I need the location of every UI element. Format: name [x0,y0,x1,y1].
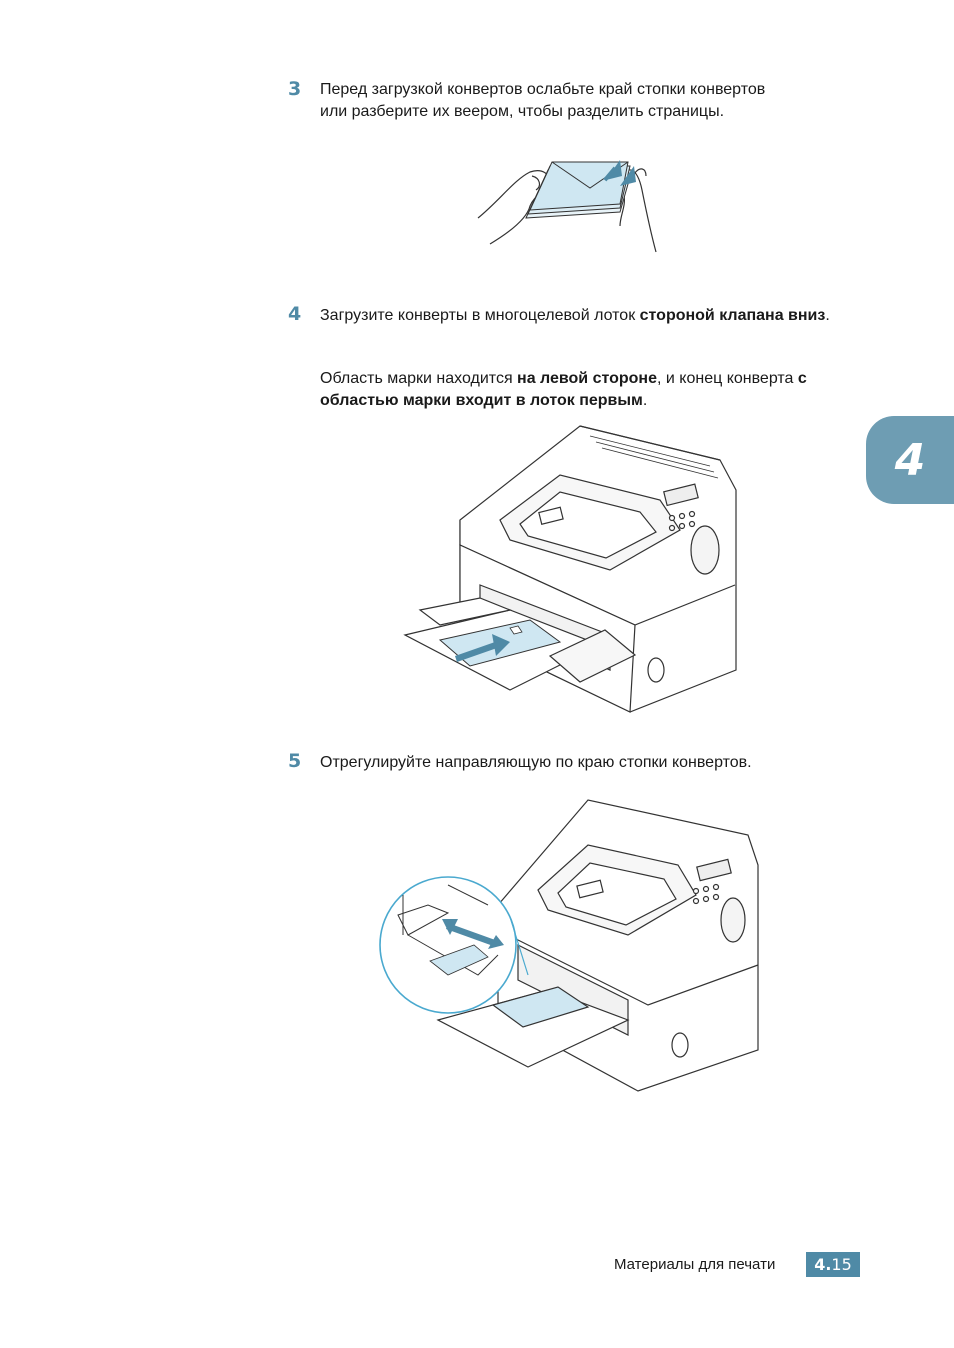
page-number-badge: 4.15 [806,1252,860,1277]
step-4-p1-end: . [825,307,830,324]
printer-guide-adjust-illustration [379,799,759,1092]
step-3-text: Перед загрузкой конвертов ослабьте край … [320,79,865,123]
footer-section-title: Материалы для печати [614,1256,776,1273]
chapter-tab: 4 [866,416,954,504]
step-4-p1-bold: стороной клапана вниз [639,307,826,324]
step-5-text: Отрегулируйте направляющую по краю стопк… [320,754,752,771]
step-3-line-2: или разберите их веером, чтобы разделить… [320,103,725,120]
page-chapter: 4. [814,1255,832,1274]
step-4-paragraph-1: Загрузите конверты в многоцелевой лоток … [320,305,865,327]
step-4-p2-bold-a: на левой стороне [517,370,657,387]
fan-envelopes-illustration [477,160,657,253]
page-number: 15 [831,1255,852,1274]
step-4-p1-text: Загрузите конверты в многоцелевой лоток [320,307,640,324]
step-4-paragraph-2: Область марки находится на левой стороне… [320,368,865,412]
step-number-3: 3 [288,78,302,100]
step-4-p2-bold-b: с областью марки входит в лоток первым [320,370,807,409]
step-4-p2-text-a: Область марки находится [320,370,518,387]
step-4-p2-text-b: , и конец конверта [657,370,798,387]
printer-loading-illustration [403,425,737,713]
step-number-5: 5 [288,750,302,772]
step-3-line-1: Перед загрузкой конвертов ослабьте край … [320,81,766,98]
step-4-p2-end: . [642,392,648,409]
step-number-4: 4 [288,303,302,325]
